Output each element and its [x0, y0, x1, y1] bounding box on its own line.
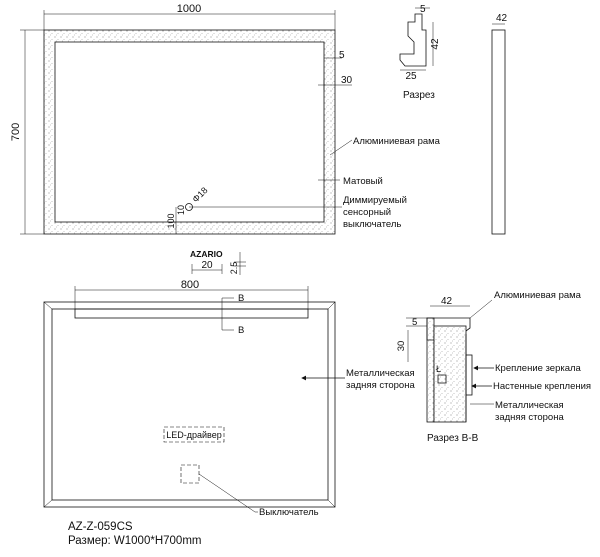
bb-frame-left	[426, 317, 435, 423]
switch-box	[180, 464, 200, 484]
back-panel-inner	[51, 308, 329, 501]
model-size: Размер: W1000*H700mm	[68, 535, 202, 547]
cut-mark-bottom: B	[238, 325, 244, 336]
led-driver-box	[163, 426, 225, 443]
mirror-glass-inner	[54, 41, 325, 223]
back-width-dim: 800	[181, 279, 199, 291]
led-strip	[74, 308, 309, 319]
bb-label-back-1: Металлическая	[495, 400, 564, 411]
bb-depth-dim: 42	[441, 296, 453, 307]
section-top-dim: 5	[420, 4, 426, 15]
front-width-dim: 1000	[177, 3, 201, 15]
back-view: 800 B B Металлическая задняя сторона LED…	[43, 279, 415, 518]
bb-label-frame: Алюминиевая рама	[494, 290, 582, 301]
bb-back-plate	[433, 325, 467, 423]
front-frame-dim: 5	[339, 50, 345, 61]
side-depth-dim: 42	[496, 13, 508, 24]
switch-x-dim: 10	[176, 205, 186, 215]
logo-detail: AZARIO 20 2.5	[190, 249, 246, 275]
bb-small-part	[437, 374, 447, 384]
front-switch-label-1: Диммируемый	[343, 195, 407, 206]
back-label-2: задняя сторона	[346, 380, 415, 391]
led-driver-label: LED-драйвер	[166, 430, 222, 440]
cut-mark-top: B	[238, 293, 244, 304]
brand-logo: AZARIO	[190, 249, 223, 259]
bb-label-mirror-mount: Крепление зеркала	[495, 363, 582, 374]
back-switch-label: Выключатель	[259, 507, 319, 518]
front-switch-label-2: сенсорный	[343, 207, 391, 218]
logo-thickness-dim: 2.5	[229, 262, 239, 275]
front-label-matte: Матовый	[343, 176, 383, 187]
section-bb: 42 Ł 5 30 Алюминиевая рама Крепление зер…	[396, 290, 591, 444]
section-profile: 5 42 25 Разрез	[399, 4, 441, 101]
model-code: AZ-Z-059CS	[68, 521, 133, 533]
bb-mirror-mount	[465, 354, 473, 396]
bb-title: Разрез B-B	[427, 433, 479, 444]
front-view: 1000 700 5 30 Алюминиевая рама Матовый Д…	[10, 3, 441, 235]
bb-dim-5: 5	[412, 317, 417, 328]
section-title: Разрез	[403, 90, 435, 101]
bb-label-wall-mount: Настенные крепления	[493, 381, 591, 392]
bb-dim-30: 30	[396, 341, 407, 352]
side-view: 42	[491, 13, 508, 235]
back-label-1: Металлическая	[346, 368, 415, 379]
switch-offset-dim: 100	[166, 213, 176, 228]
back-panel-outer	[43, 301, 336, 508]
bb-small-part-mark: Ł	[436, 364, 441, 374]
section-width-dim: 25	[405, 71, 417, 82]
front-switch-label-3: выключатель	[343, 219, 401, 230]
front-label-frame: Алюминиевая рама	[353, 136, 441, 147]
front-inset-dim: 30	[341, 75, 353, 86]
section-height-dim: 42	[430, 38, 441, 50]
logo-width-dim: 20	[201, 260, 213, 271]
side-profile	[491, 29, 506, 235]
bb-label-back-2: задняя сторона	[495, 412, 564, 423]
frame-profile	[399, 13, 427, 67]
front-height-dim: 700	[10, 123, 22, 141]
